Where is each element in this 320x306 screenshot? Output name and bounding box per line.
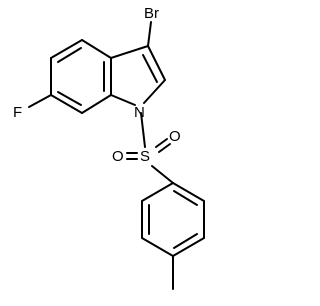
atom-br: Br (144, 5, 159, 22)
bond-c4-c5-inner (57, 47, 82, 63)
bond-s-o-right-a (155, 138, 168, 148)
bond-c3-c2-inner (142, 54, 158, 83)
bond-aryl-6-inner (173, 190, 198, 206)
bond-c7-c7a (81, 94, 112, 114)
bond-aryl-3 (141, 237, 174, 257)
bond-aryl-1 (141, 182, 174, 202)
bond-c3-c2 (147, 45, 166, 81)
bond-c3a-c4 (81, 39, 112, 59)
atom-f: F (13, 104, 22, 121)
atom-s: S (140, 148, 150, 165)
atom-o-left: O (112, 148, 124, 165)
bond-aryl-4-inner (173, 233, 198, 249)
atom-o-right: O (169, 128, 181, 145)
bond-c2-n1 (143, 79, 166, 104)
bond-n1-s (140, 112, 146, 148)
bond-c6-f (28, 94, 52, 108)
molecule-structure: Br F N S O O (13, 5, 205, 290)
bond-s-aryl (151, 165, 174, 184)
bond-c4-c5 (50, 39, 83, 59)
bond-s-o-right-b (158, 143, 171, 153)
bond-c6-c7-inner (57, 91, 82, 106)
atom-n: N (134, 104, 145, 121)
bond-c3-br (147, 21, 152, 47)
bond-c3a-c3 (110, 45, 149, 59)
bond-n1-c7a (110, 94, 136, 106)
bond-c6-c7 (50, 94, 83, 114)
bond-aryl-6 (172, 182, 205, 202)
bond-aryl-4 (172, 237, 205, 257)
